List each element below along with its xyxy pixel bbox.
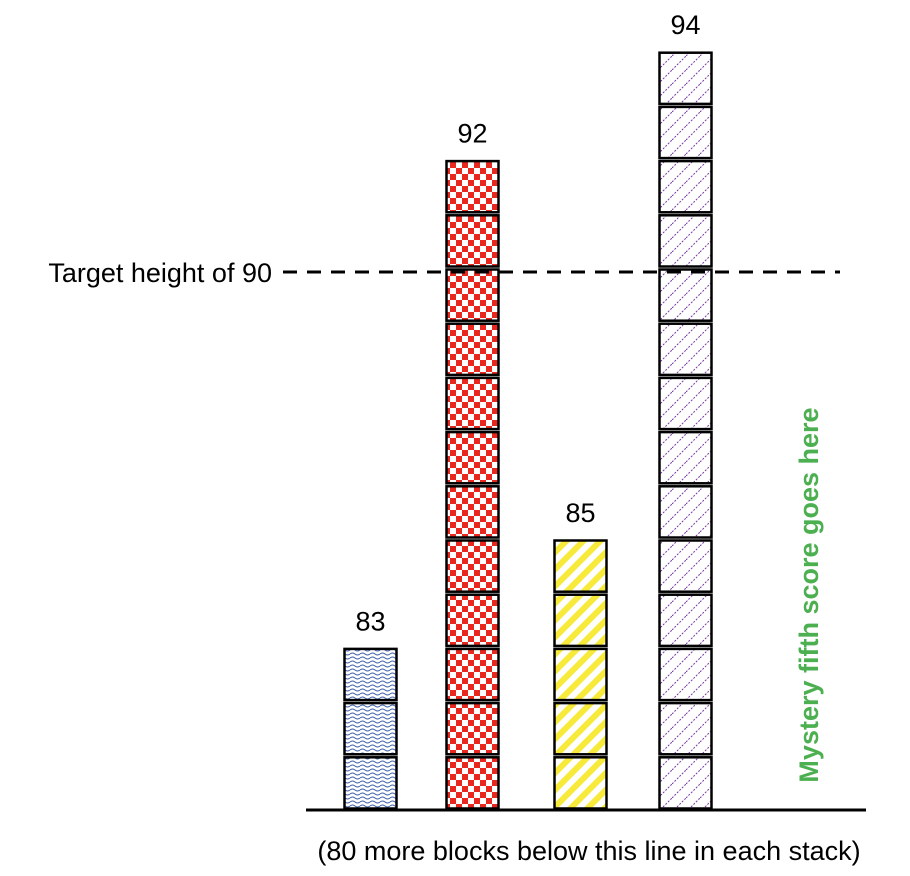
stack-score-label: 94 xyxy=(670,10,700,40)
block xyxy=(658,701,713,756)
block xyxy=(658,485,713,539)
block xyxy=(553,539,608,593)
block xyxy=(658,430,713,485)
stack-score-label: 92 xyxy=(457,119,487,149)
block xyxy=(658,322,713,377)
block xyxy=(553,593,608,648)
block xyxy=(553,756,608,810)
block xyxy=(553,647,608,702)
block xyxy=(658,756,713,810)
block xyxy=(658,105,713,160)
block xyxy=(658,159,713,214)
block xyxy=(658,647,713,702)
block xyxy=(445,485,500,539)
block xyxy=(445,430,500,485)
block xyxy=(445,214,500,268)
block xyxy=(658,376,713,431)
block xyxy=(445,701,500,756)
block xyxy=(658,214,713,268)
block xyxy=(445,539,500,593)
block xyxy=(445,756,500,810)
block-stack-83: 83 xyxy=(343,606,398,810)
block xyxy=(445,159,500,214)
stack-score-label: 85 xyxy=(565,498,595,528)
block xyxy=(343,701,398,756)
block xyxy=(445,593,500,648)
block xyxy=(445,268,500,322)
block-stacks: 83 92 85 94 xyxy=(343,10,713,810)
block xyxy=(343,647,398,702)
block xyxy=(658,593,713,648)
block xyxy=(658,51,713,106)
block xyxy=(553,701,608,756)
block xyxy=(445,322,500,377)
mystery-fifth-score-label: Mystery fifth score goes here xyxy=(794,407,824,782)
block-stack-94: 94 xyxy=(658,10,713,810)
block xyxy=(445,647,500,702)
block xyxy=(658,268,713,322)
block xyxy=(343,756,398,810)
block xyxy=(658,539,713,593)
footnote-label: (80 more blocks below this line in each … xyxy=(317,836,860,866)
stack-score-label: 83 xyxy=(355,606,385,636)
block-stack-85: 85 xyxy=(553,498,608,810)
block xyxy=(445,376,500,431)
target-height-label: Target height of 90 xyxy=(48,258,272,288)
block-stack-92: 92 xyxy=(445,119,500,810)
